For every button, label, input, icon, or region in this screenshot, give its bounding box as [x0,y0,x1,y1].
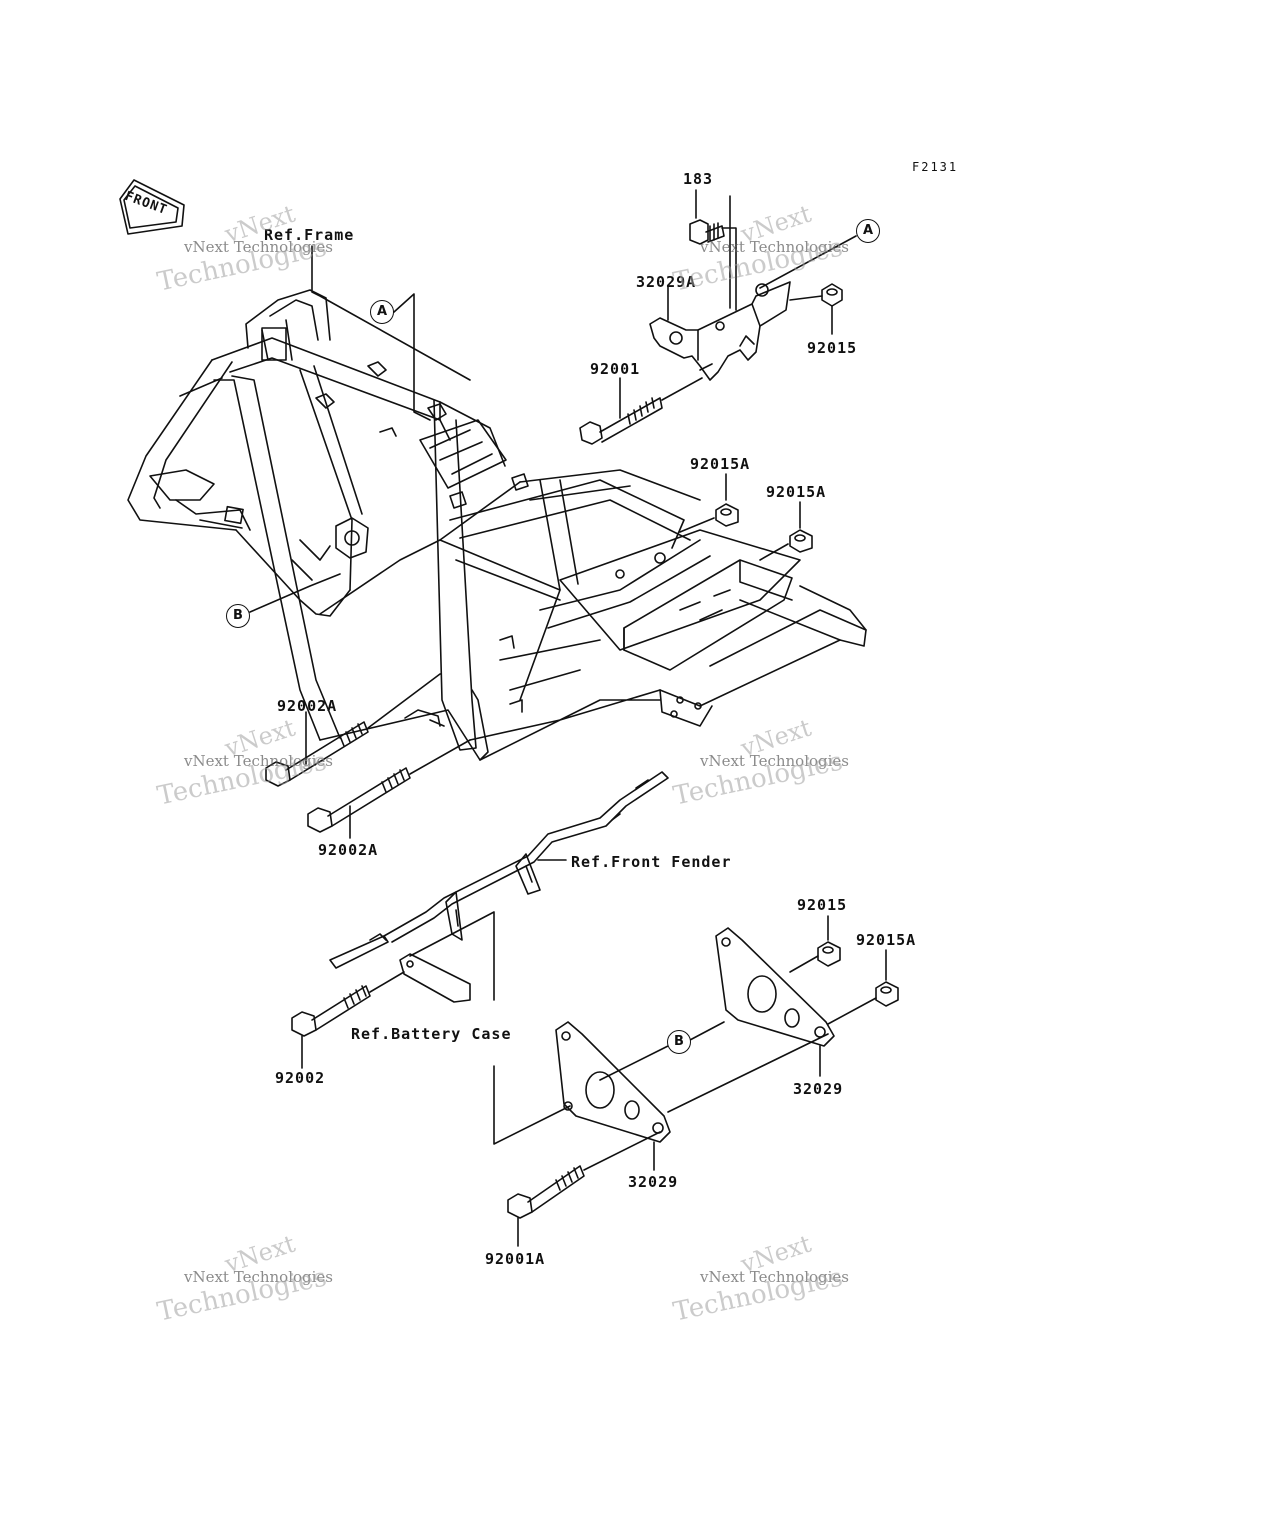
ref-frame-label: Ref.Frame [264,226,355,244]
part-92015-top: 92015 [807,339,858,357]
bolt-92002a-2-drawing [308,768,410,832]
leader-92002a-2-b [410,740,470,774]
leader-92001-b [662,378,702,400]
part-92001: 92001 [590,360,641,378]
leader-92001a-b [584,1132,660,1170]
part-92002: 92002 [275,1069,326,1087]
callout-a-frame: A [370,300,394,324]
leader-battery-b [494,1066,570,1144]
part-92015a-2: 92015A [766,483,827,501]
callout-b-frame: B [226,604,250,628]
part-92015a-1: 92015A [690,455,751,473]
leader-92002a-1-b [368,674,440,728]
leader-92015-top-b [790,296,822,300]
callout-a-bracket: A [856,219,880,243]
leader-plate-link [668,1034,828,1112]
bracket-32029a-drawing [650,282,790,380]
leader-battery-a [410,912,494,1000]
leader-b-frame [250,574,340,612]
front-crossbar-drawing [330,772,668,968]
part-183: 183 [683,170,714,188]
bolt-92002-drawing [292,986,370,1036]
part-32029a: 32029A [636,273,697,291]
part-92002a-2: 92002A [318,841,379,859]
front-arrow-icon [120,180,184,234]
leader-b-plate-b [600,1046,668,1080]
leader-92015a-1-b [680,518,714,532]
battery-strap-drawing [400,954,470,1002]
bolt-92002a-1-drawing [266,722,368,786]
leader-b-plate [690,1022,724,1040]
bolt-92001a-drawing [508,1166,584,1218]
nut-92015a-2-drawing [790,530,812,552]
bolt-183-drawing [690,220,724,244]
plate-32029-left-drawing [556,1022,670,1142]
leader-92002-b [370,972,404,992]
leader-183-b [722,228,736,310]
bolt-92001-drawing [580,398,662,444]
part-92015-bottom: 92015 [797,896,848,914]
plate-32029-right-drawing [716,928,834,1046]
callout-b-plate: B [667,1030,691,1054]
nut-92015a-1-drawing [716,504,738,526]
ref-front-fender-label: Ref.Front Fender [571,853,732,871]
leader-a-frame [394,294,430,420]
part-32029-left: 32029 [628,1173,679,1191]
part-92015a-3: 92015A [856,931,917,949]
figure-code: F2131 [912,160,959,174]
frame-drawing [128,290,866,760]
nut-92015-top-drawing [822,284,842,306]
part-32029-right: 32029 [793,1080,844,1098]
nut-92015-bottom-drawing [818,942,840,966]
leader-92015-bottom-b [790,956,818,972]
leader-92015a-3-b [828,998,876,1024]
ref-battery-case-label: Ref.Battery Case [351,1025,512,1043]
nut-92015a-3-drawing [876,982,898,1006]
part-92002a-1: 92002A [277,697,338,715]
part-92001a: 92001A [485,1250,546,1268]
leader-a-bracket [760,236,856,288]
leader-92015a-2-b [760,544,788,560]
